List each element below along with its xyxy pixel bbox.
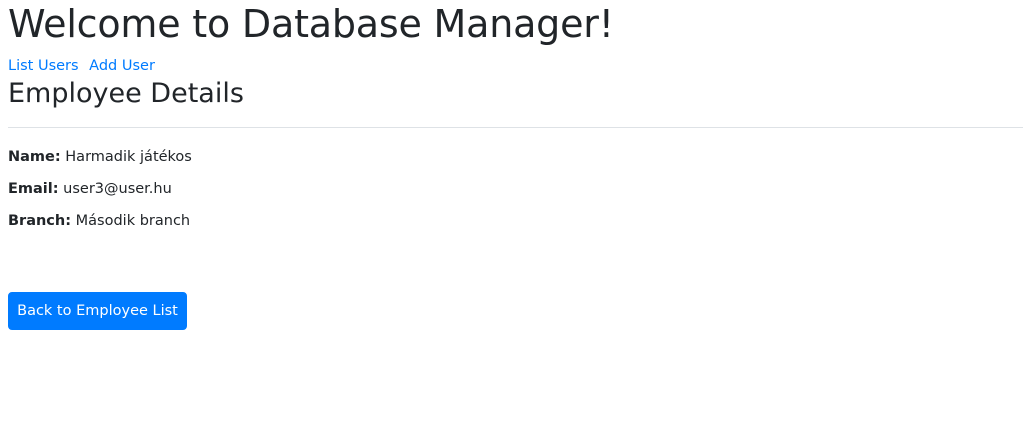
app-title: Welcome to Database Manager!	[8, 2, 614, 46]
detail-name-label: Name:	[8, 149, 61, 165]
add-user-link[interactable]: Add User	[89, 58, 155, 74]
back-to-employee-list-button[interactable]: Back to Employee List	[8, 292, 187, 330]
detail-branch-label: Branch:	[8, 213, 72, 229]
detail-name-row: Name: Harmadik játékos	[8, 146, 1023, 168]
list-users-link[interactable]: List Users	[8, 58, 79, 74]
divider	[8, 127, 1023, 128]
detail-branch-row: Branch: Második branch	[8, 210, 1023, 232]
page-title: Employee Details	[8, 78, 244, 109]
detail-email-row: Email: user3@user.hu	[8, 178, 1023, 200]
detail-name-value: Harmadik játékos	[65, 149, 192, 165]
employee-details: Name: Harmadik játékos Email: user3@user…	[8, 146, 1023, 232]
detail-branch-value: Második branch	[75, 213, 191, 229]
top-nav: List Users Add User	[8, 56, 1023, 76]
detail-email-label: Email:	[8, 181, 59, 197]
page-container: Welcome to Database Manager! List Users …	[8, 0, 1023, 330]
detail-email-value: user3@user.hu	[63, 181, 172, 197]
